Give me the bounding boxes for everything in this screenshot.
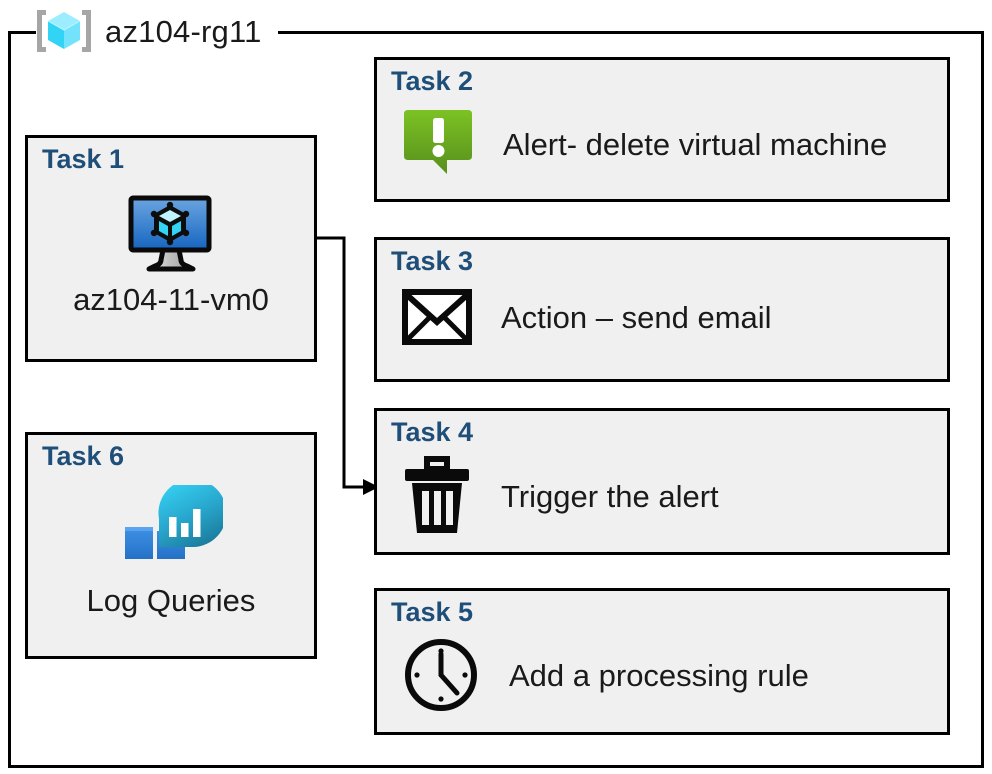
task-card-task6[interactable]: Task 6	[25, 432, 317, 659]
virtual-machine-icon	[28, 194, 314, 274]
task-card-label: Task 5	[391, 597, 474, 627]
task-card-row: Action – send email	[401, 286, 772, 348]
task-card-label: Task 1	[42, 144, 125, 174]
resource-group-name: az104-rg11	[105, 13, 262, 49]
resource-group-frame	[8, 31, 984, 768]
task-card-caption: Action – send email	[501, 299, 772, 335]
task-card-row: Alert- delete virtual machine	[401, 108, 887, 180]
task-card-caption: Add a processing rule	[509, 657, 809, 693]
resource-group-header: az104-rg11	[33, 6, 262, 56]
alert-bubble-icon	[401, 108, 475, 180]
task-card-caption: Log Queries	[86, 583, 256, 618]
task-card-task1[interactable]: Task 1	[25, 135, 317, 362]
task-card-label: Task 4	[391, 417, 474, 447]
resource-group-frame-top-left-stub	[8, 31, 36, 34]
task-card-task2[interactable]: Task 2 Alert- delete vir	[374, 57, 950, 202]
task-card-task3[interactable]: Task 3 Action – send email	[374, 237, 950, 382]
task-card-caption: Alert- delete virtual machine	[503, 126, 888, 162]
task-card-task5[interactable]: Task 5 Add a processing rule	[374, 588, 950, 735]
clock-icon	[401, 635, 481, 715]
task-card-label: Task 2	[391, 66, 474, 96]
envelope-icon	[401, 286, 473, 348]
task-card-label: Task 6	[42, 441, 125, 471]
task-card-caption: Trigger the alert	[501, 478, 719, 514]
task-card-row: Add a processing rule	[401, 635, 809, 715]
task-card-caption: az104-11-vm0	[73, 282, 269, 317]
trash-icon	[401, 455, 473, 537]
task-card-row: Trigger the alert	[401, 455, 719, 537]
resource-group-frame-top-right-run	[278, 31, 984, 34]
log-analytics-icon	[28, 485, 314, 581]
task-card-label: Task 3	[391, 246, 474, 276]
task-card-task4[interactable]: Task 4 Trigger the alert	[374, 408, 950, 555]
resource-group-icon	[33, 7, 95, 55]
